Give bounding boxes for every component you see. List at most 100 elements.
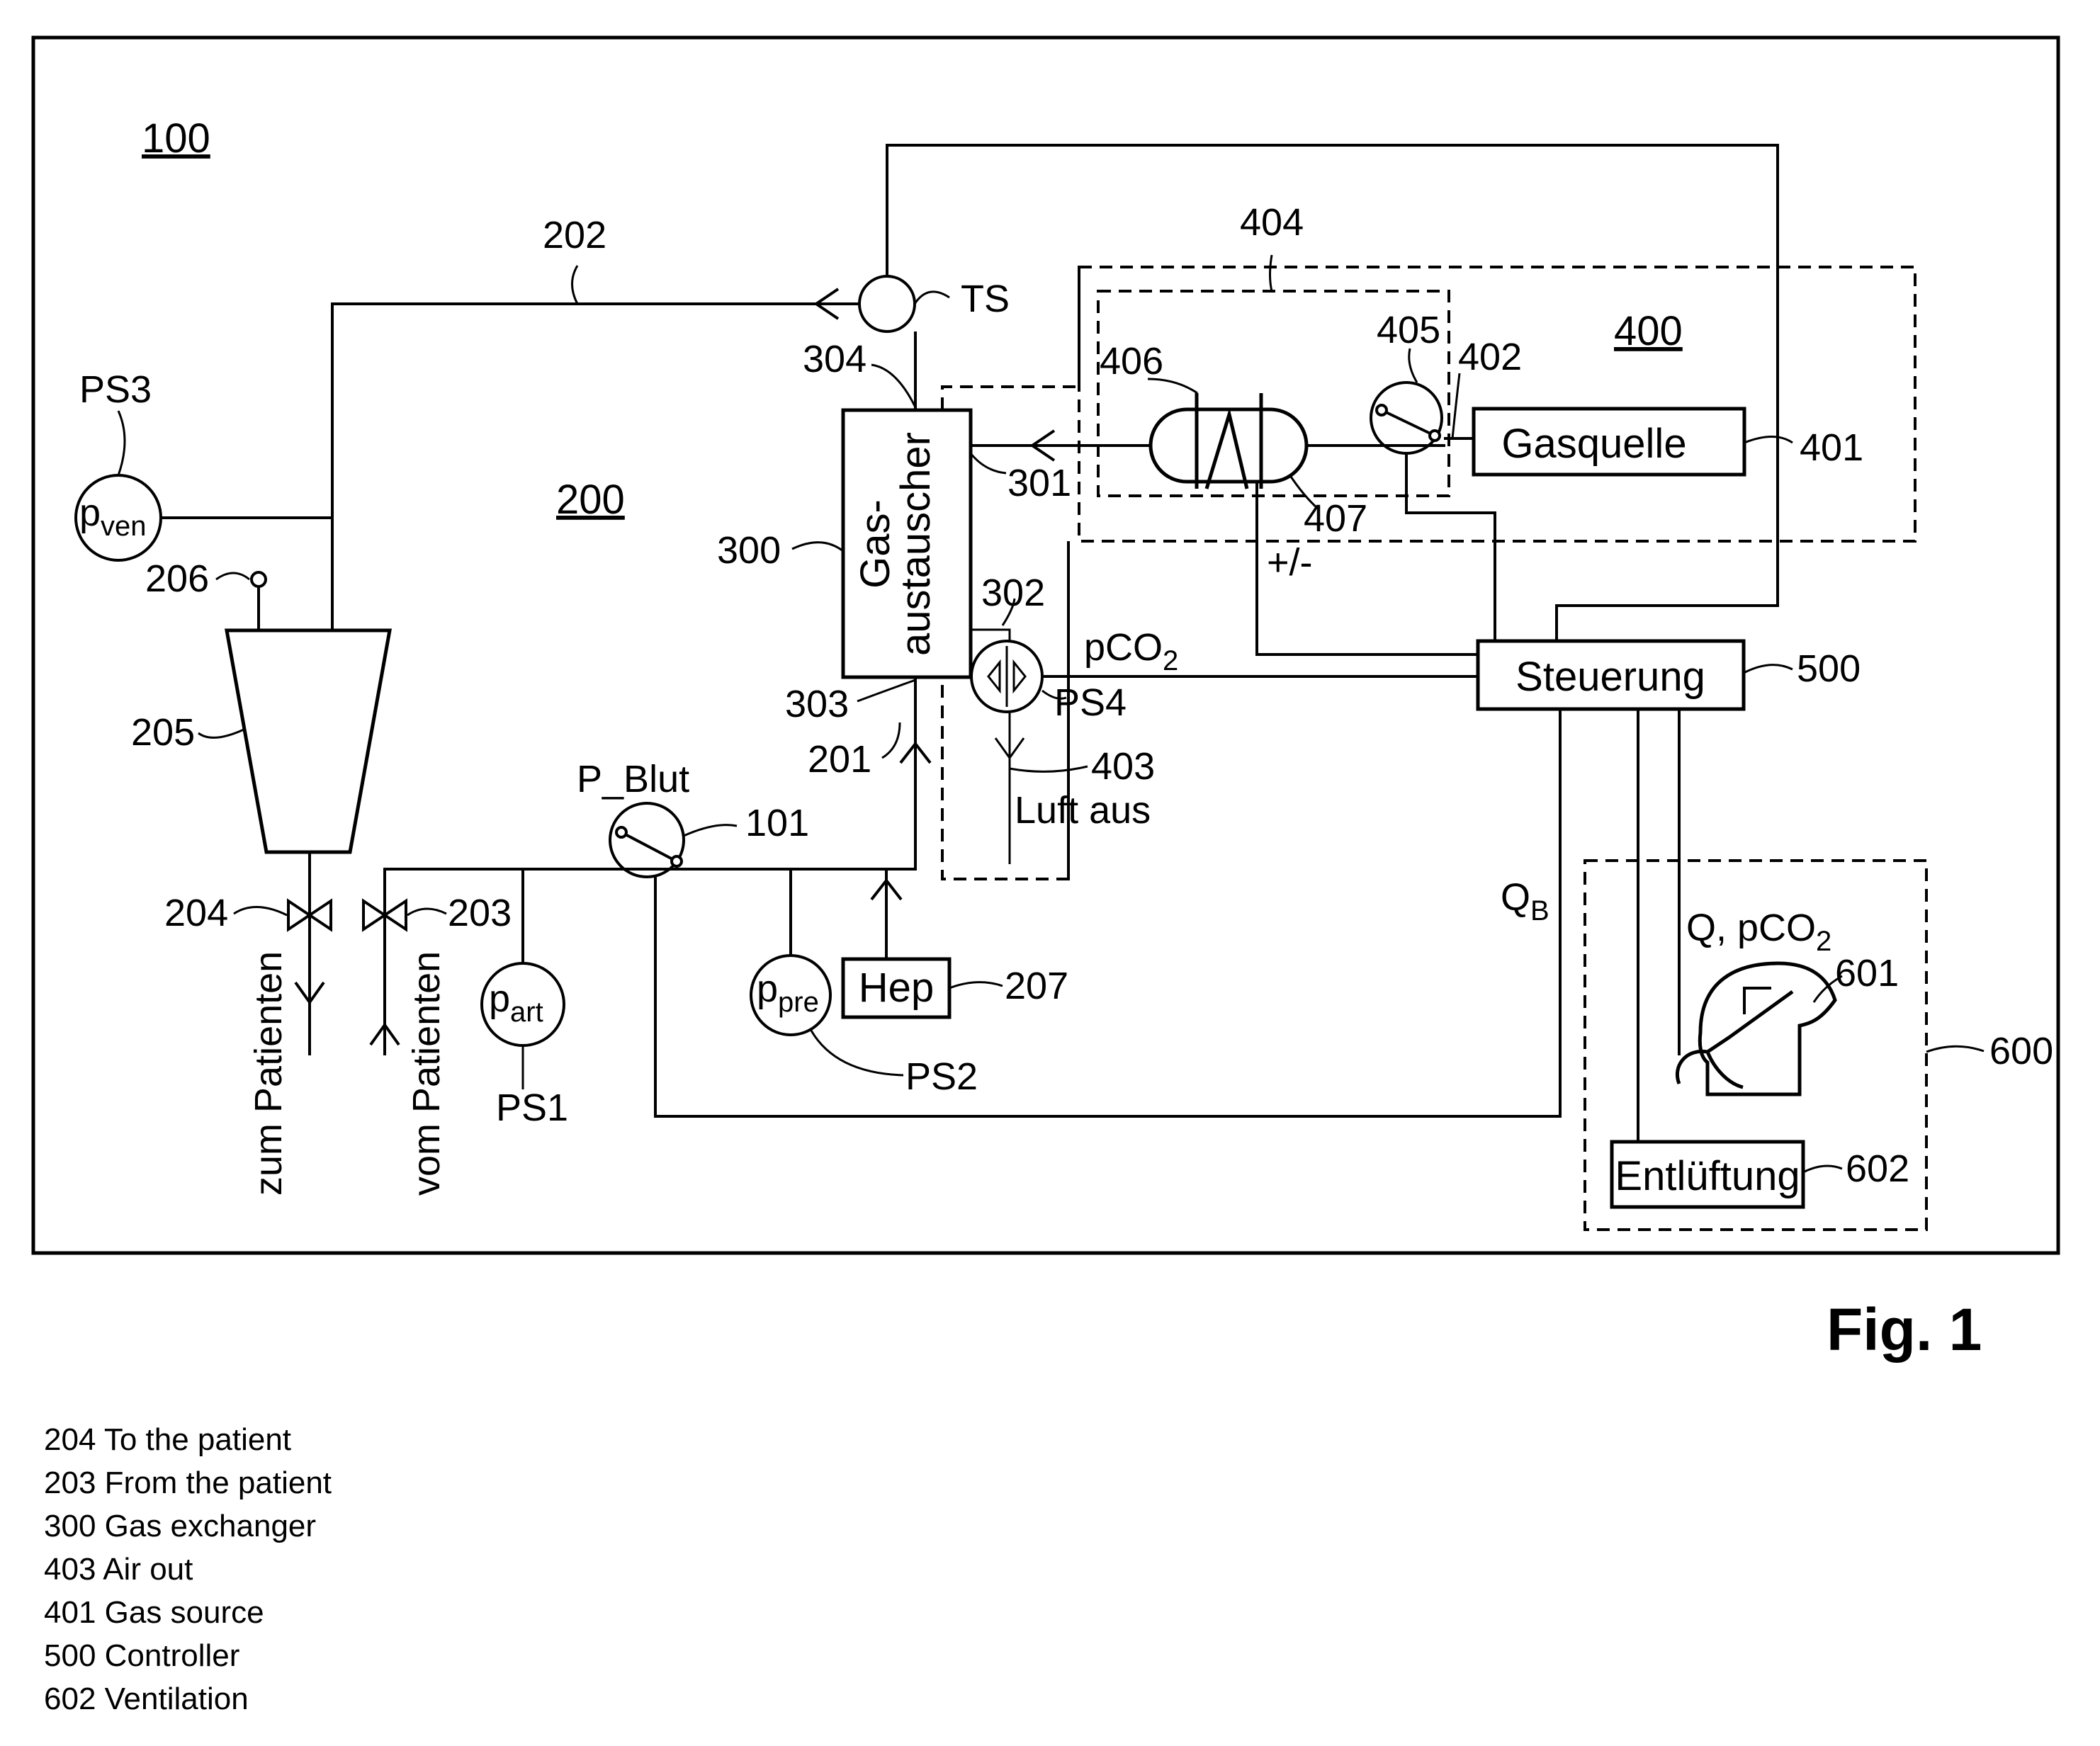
- gas-pump-dot-1: [1375, 404, 1388, 416]
- label-101: 101: [745, 802, 809, 844]
- blood-pump-dot-2: [670, 855, 683, 868]
- label-301: 301: [1007, 462, 1071, 504]
- ps1-symbol-sub: art: [510, 997, 543, 1028]
- label-ps3: PS3: [79, 368, 152, 411]
- dashed-boundary-400: [941, 266, 1916, 880]
- pco2-text: pCO: [1084, 626, 1163, 669]
- heater-406: [1148, 407, 1309, 484]
- leader-304: [871, 363, 917, 408]
- label-401: 401: [1800, 426, 1863, 469]
- leader-404: [1269, 254, 1273, 292]
- ts-lead: [913, 290, 950, 305]
- temperature-sensor-ts: [858, 275, 916, 333]
- gas-exchanger-label-1: Gas-: [852, 499, 898, 589]
- label-206: 206: [145, 557, 209, 600]
- gas-source-box: [1472, 407, 1746, 477]
- blood-pump: [609, 802, 685, 878]
- patient-head-601: [1698, 961, 1837, 1096]
- label-pco2: pCO2: [1084, 626, 1178, 676]
- leader-500: [1743, 664, 1793, 674]
- line-201: [684, 677, 917, 871]
- heparin-box: [841, 957, 952, 1019]
- label-600: 600: [1989, 1030, 2053, 1072]
- arrow-201: [899, 741, 932, 764]
- patient-head-mask: [1675, 990, 1794, 1089]
- leader-ps4: [1041, 689, 1067, 700]
- ps3-symbol-p: p: [79, 492, 101, 534]
- line-ts-top: [886, 144, 1779, 641]
- qb-sub: B: [1530, 895, 1549, 926]
- legend-item: 204 To the patient: [44, 1422, 292, 1457]
- legend: 204 To the patient 203 From the patient …: [44, 1418, 332, 1721]
- figure-label: Fig. 1: [1827, 1296, 1982, 1363]
- label-ps4: PS4: [1054, 681, 1127, 724]
- ventilation-box: [1610, 1140, 1805, 1209]
- leader-406: [1147, 378, 1198, 395]
- label-205: 205: [131, 711, 195, 754]
- heparin-label: Hep: [859, 965, 934, 1011]
- line-405-to-controller: [1405, 426, 1496, 641]
- arrow-403: [994, 737, 1025, 760]
- arrow-301: [1029, 429, 1056, 462]
- leader-403: [1009, 765, 1088, 773]
- ps2-symbol-p: p: [757, 968, 778, 1010]
- line-pump-feedback: [654, 709, 1562, 1118]
- label-q-pco2: Q, pCO2: [1686, 907, 1831, 957]
- label-602: 602: [1846, 1147, 1909, 1190]
- system-ref-100: 100: [142, 115, 210, 161]
- valve-203: [362, 898, 407, 932]
- label-201: 201: [808, 738, 871, 781]
- dashed-boundary-600: [1584, 859, 1928, 1231]
- label-300: 300: [717, 529, 781, 572]
- outer-frame: [31, 35, 2060, 1255]
- leader-202: [571, 265, 579, 305]
- label-luft-aus: Luft aus: [1015, 789, 1151, 832]
- leader-405: [1408, 348, 1418, 383]
- leader-207: [949, 981, 1003, 990]
- gas-exchanger-box: [841, 408, 973, 679]
- label-601: 601: [1835, 952, 1899, 994]
- patient-head-ear: [1743, 987, 1771, 1014]
- leader-303: [857, 679, 916, 703]
- label-202: 202: [543, 214, 606, 256]
- gas-system-ref-400: 400: [1614, 308, 1683, 354]
- blood-pump-rotor: [621, 831, 677, 863]
- legend-item: 401 Gas source: [44, 1595, 264, 1630]
- leader-201: [881, 722, 901, 759]
- q-pco2-text: Q, pCO: [1686, 907, 1816, 949]
- label-203: 203: [448, 892, 512, 934]
- label-402: 402: [1458, 336, 1522, 378]
- pressure-sensor-ps2: [750, 954, 832, 1036]
- label-303: 303: [785, 683, 849, 725]
- gas-pump-dot-2: [1428, 429, 1441, 442]
- ps2-symbol: ppre: [757, 968, 819, 1018]
- leader-301: [969, 453, 1007, 475]
- leader-ps3: [117, 410, 126, 476]
- leader-ps2: [810, 1030, 904, 1077]
- heater-zigzag: [1195, 393, 1263, 489]
- reservoir-205: [225, 628, 392, 854]
- label-304: 304: [803, 338, 866, 380]
- controller-label: Steuerung: [1515, 654, 1705, 700]
- label-302: 302: [981, 572, 1045, 614]
- legend-item: 602 Ventilation: [44, 1682, 249, 1716]
- label-207: 207: [1005, 965, 1068, 1007]
- legend-item: 203 From the patient: [44, 1466, 332, 1500]
- leader-401: [1744, 436, 1793, 444]
- ps1-symbol-p: p: [489, 977, 510, 1020]
- line-pump-in: [383, 868, 611, 907]
- arrow-hep: [870, 878, 903, 901]
- gas-source-label: Gasquelle: [1501, 421, 1686, 467]
- legend-item: 403 Air out: [44, 1552, 193, 1587]
- label-404: 404: [1240, 201, 1304, 244]
- leader-600: [1926, 1045, 1985, 1053]
- label-qb: QB: [1501, 876, 1549, 926]
- gas-pump-405: [1370, 381, 1443, 455]
- ps2-symbol-sub: pre: [778, 987, 819, 1018]
- leader-205: [198, 728, 244, 739]
- label-204: 204: [164, 892, 228, 934]
- port-206: [250, 571, 267, 588]
- leader-204: [233, 906, 288, 917]
- qb-text: Q: [1501, 876, 1530, 919]
